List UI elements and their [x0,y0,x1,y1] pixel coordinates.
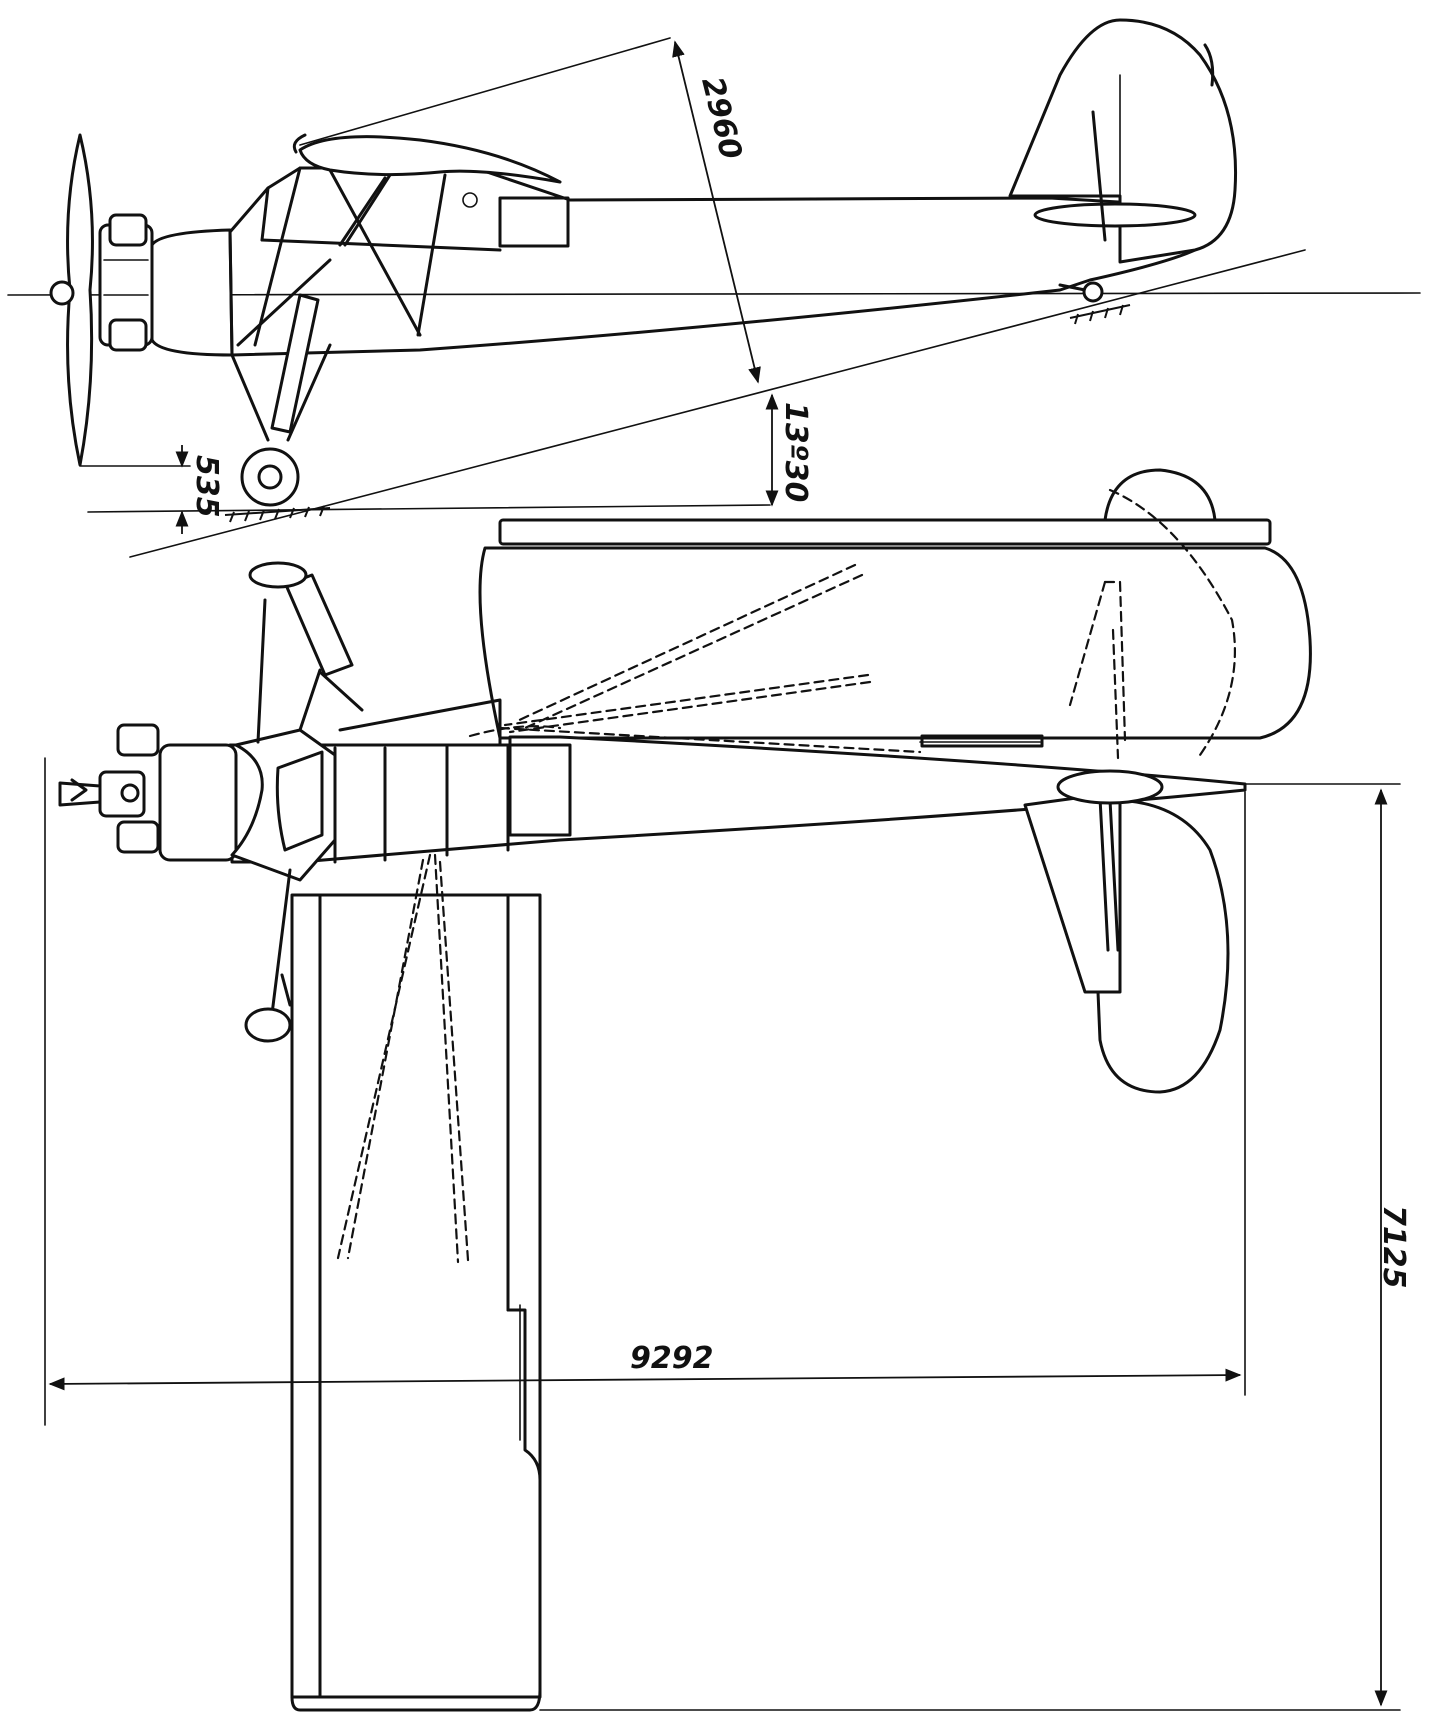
dim-span-label: 7125 [1376,1205,1411,1289]
stabilizer-side [1033,202,1197,228]
dim-wing-height-label: 2960 [694,73,748,162]
wing-side [298,135,562,184]
propeller-side [49,133,94,467]
dim-wing-height-line [672,40,761,384]
engine-side [98,213,154,352]
inclined-ground-line [129,249,1306,558]
wing-top-upper [468,488,1312,760]
top-view: 9292 7125 [44,468,1411,1712]
engine-cowling-side [150,228,234,357]
elevator-top-upper [1103,468,1217,522]
ground-line [87,504,771,513]
tail-top-lower [1023,790,1230,1094]
cabin-framing [253,166,570,347]
wing-top-lower [290,853,542,1712]
gear-top-lower [244,973,292,1043]
dim-ground-angle-label: 13º30 [778,402,813,502]
dim-length-line [48,1368,1242,1391]
ground-hatch [224,304,1131,523]
engine-top [58,723,238,862]
main-gear-side [230,258,332,507]
dim-length-label: 9292 [630,1341,714,1376]
tail-wheel-side [1082,281,1104,303]
wing-projection-line [299,37,671,146]
gear-top-upper [248,561,364,712]
side-view: 2960 13º30 535 [7,18,1421,558]
dim-prop-clearance-label: 535 [189,455,224,518]
tail-fin-side [1008,18,1238,264]
rudder-top [1056,769,1164,805]
cabane-struts-top [230,598,337,1032]
